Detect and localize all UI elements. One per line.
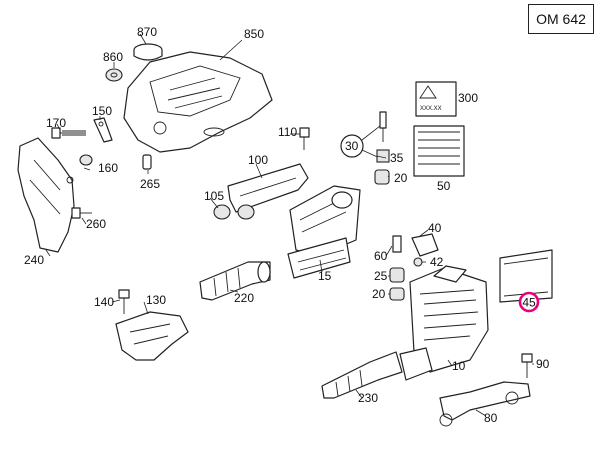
callout-240[interactable]: 240 bbox=[24, 253, 44, 267]
part-15-air-box[interactable] bbox=[287, 185, 361, 279]
callout-25[interactable]: 25 bbox=[374, 269, 388, 283]
callout-140[interactable]: 140 bbox=[94, 295, 114, 309]
callout-100[interactable]: 100 bbox=[248, 153, 268, 167]
callout-45[interactable]: 45 bbox=[522, 296, 536, 310]
callout-90[interactable]: 90 bbox=[536, 357, 550, 371]
part-25-mount[interactable] bbox=[389, 267, 405, 283]
part-240-bracket[interactable] bbox=[17, 137, 75, 253]
part-40-fitting[interactable] bbox=[411, 233, 439, 257]
part-170-bolt[interactable] bbox=[51, 127, 86, 139]
part-300-label[interactable]: XXX.XX bbox=[415, 81, 457, 117]
part-160-clip[interactable] bbox=[79, 154, 93, 166]
callout-110[interactable]: 110 bbox=[278, 125, 297, 139]
part-100-duct[interactable] bbox=[227, 163, 309, 213]
part-860-grommet[interactable] bbox=[105, 68, 123, 82]
part-10-filter-housing[interactable] bbox=[399, 265, 489, 381]
part-130-bracket[interactable] bbox=[115, 311, 189, 361]
callout-870[interactable]: 870 bbox=[137, 25, 157, 39]
label-sticker-text: XXX.XX bbox=[420, 106, 442, 112]
part-60-connector[interactable] bbox=[392, 235, 402, 253]
part-140-bolt[interactable] bbox=[118, 289, 130, 314]
callout-labels: 870 860 850 300 170 150 110 30 35 160 26… bbox=[24, 25, 550, 425]
part-870-cap[interactable] bbox=[133, 43, 163, 61]
callout-80[interactable]: 80 bbox=[484, 411, 498, 425]
engine-code-box: OM 642 bbox=[528, 4, 594, 34]
engine-code: OM 642 bbox=[536, 11, 586, 27]
part-220-hose[interactable] bbox=[199, 261, 271, 301]
leader-lines bbox=[45, 33, 534, 417]
callout-105[interactable]: 105 bbox=[204, 189, 224, 203]
part-90-bolt[interactable] bbox=[521, 353, 533, 378]
part-80-support[interactable] bbox=[439, 381, 531, 427]
part-105-grommet[interactable] bbox=[213, 204, 255, 220]
callout-20-lower[interactable]: 20 bbox=[372, 287, 386, 301]
part-42-clamp[interactable] bbox=[413, 257, 423, 267]
callout-15[interactable]: 15 bbox=[318, 269, 332, 283]
part-230-hose[interactable] bbox=[321, 351, 403, 399]
part-45-filter-cover[interactable] bbox=[499, 249, 553, 303]
callout-45-highlighted[interactable]: 45 bbox=[518, 291, 540, 313]
highlight-ring bbox=[518, 291, 540, 313]
callout-20-upper[interactable]: 20 bbox=[394, 171, 408, 185]
part-150-bracket[interactable] bbox=[93, 117, 113, 143]
part-50-filter-element[interactable] bbox=[413, 125, 465, 177]
callout-60[interactable]: 60 bbox=[374, 249, 388, 263]
callout-170[interactable]: 170 bbox=[46, 116, 66, 130]
part-30-group[interactable] bbox=[340, 111, 390, 185]
callout-130[interactable]: 130 bbox=[146, 293, 166, 307]
callout-35[interactable]: 35 bbox=[390, 151, 404, 165]
callout-10[interactable]: 10 bbox=[452, 359, 466, 373]
callout-40[interactable]: 40 bbox=[428, 221, 442, 235]
callout-230[interactable]: 230 bbox=[358, 391, 378, 405]
callout-50[interactable]: 50 bbox=[437, 179, 451, 193]
callout-850[interactable]: 850 bbox=[244, 27, 264, 41]
callout-300[interactable]: 300 bbox=[458, 91, 478, 105]
callout-220[interactable]: 220 bbox=[234, 291, 254, 305]
callout-860[interactable]: 860 bbox=[103, 50, 123, 64]
callout-42[interactable]: 42 bbox=[430, 255, 444, 269]
callout-265[interactable]: 265 bbox=[140, 177, 160, 191]
callout-150[interactable]: 150 bbox=[92, 104, 112, 118]
part-110-bolt[interactable] bbox=[299, 127, 310, 150]
part-20-mount[interactable] bbox=[389, 287, 405, 301]
callout-160[interactable]: 160 bbox=[98, 161, 118, 175]
part-850-engine-cover[interactable] bbox=[123, 51, 273, 153]
part-265-sensor[interactable] bbox=[142, 154, 152, 170]
part-260-bolt[interactable] bbox=[71, 207, 92, 219]
callout-260[interactable]: 260 bbox=[86, 217, 106, 231]
callout-30[interactable]: 30 bbox=[345, 139, 359, 153]
